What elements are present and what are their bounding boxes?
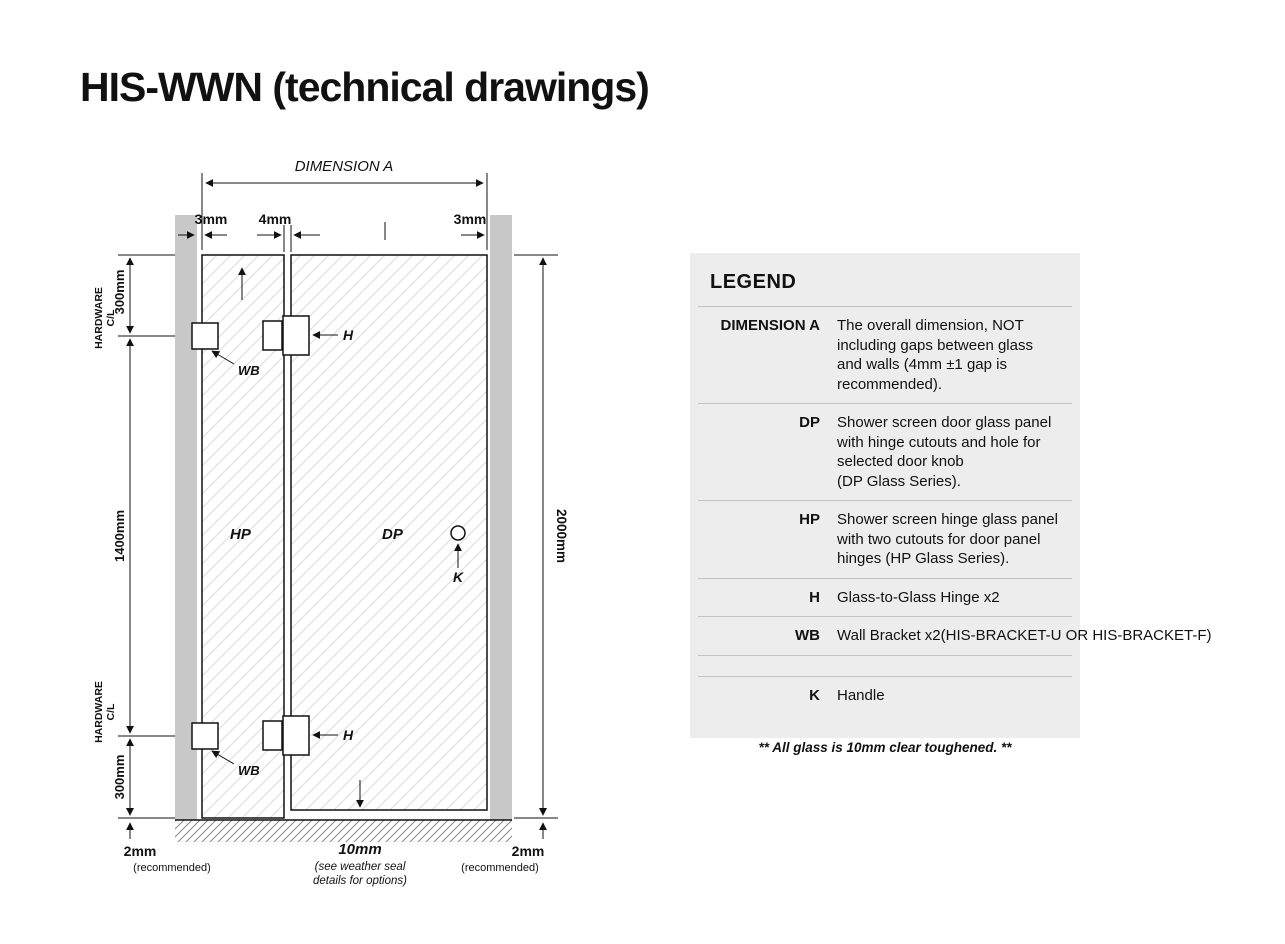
dim-1400-label: 1400mm — [112, 510, 127, 562]
dimension-a-label: DIMENSION A — [295, 158, 394, 175]
legend-row-spacer — [698, 654, 1072, 676]
handle-knob — [450, 525, 466, 541]
gap-left-label: 3mm — [195, 211, 228, 227]
legend-row-dimension-a: DIMENSION A The overall dimension, NOT i… — [698, 306, 1072, 403]
wb-top-label: WB — [238, 363, 260, 378]
right-wall — [490, 215, 512, 820]
bottom-left-note: (recommended) — [133, 862, 211, 874]
right-dimension-chain — [514, 254, 558, 819]
h-top-label: H — [343, 327, 354, 343]
legend-description: Glass-to-Glass Hinge x2 — [837, 588, 1000, 606]
page-title: HIS-WWN (technical drawings) — [80, 64, 650, 110]
bottom-mid-note-line2: details for options) — [313, 875, 407, 887]
legend-term: DIMENSION A — [720, 317, 820, 334]
top-wall-bracket — [191, 322, 219, 350]
cl-hardware-bottom-line2: HARDWARE — [93, 681, 105, 743]
legend-row-dp: DP Shower screen door glass panel with h… — [698, 403, 1072, 500]
hp-panel-label: HP — [230, 526, 252, 543]
dim-300-top-label: 300mm — [112, 270, 127, 315]
left-dimension-chain — [118, 254, 175, 819]
cl-hardware-bottom-line1: C/L — [105, 703, 117, 721]
h-bottom-label: H — [343, 727, 354, 743]
dim-2000-label: 2000mm — [554, 509, 569, 563]
legend-term: K — [809, 686, 820, 704]
bottom-left-dim-label: 2mm — [124, 843, 157, 859]
bottom-right-note: (recommended) — [461, 862, 539, 874]
top-gap-dimensions — [178, 222, 485, 252]
legend-row-h: H Glass-to-Glass Hinge x2 — [698, 577, 1072, 617]
wb-bottom-arrow — [211, 750, 235, 765]
bottom-wall-bracket — [191, 722, 219, 750]
k-label: K — [453, 569, 464, 585]
gap-right-label: 3mm — [454, 211, 487, 227]
legend-row-k: K Handle — [698, 675, 1072, 715]
wb-top-arrow — [211, 350, 235, 365]
legend-term: HP — [799, 511, 820, 528]
glass-footnote: ** All glass is 10mm clear toughened. ** — [758, 740, 1012, 755]
bottom-right-dim-label: 2mm — [512, 843, 545, 859]
dimension-a — [201, 173, 488, 250]
legend-description: Wall Bracket x2(HIS-BRACKET-U OR HIS-BRA… — [837, 627, 1212, 644]
cl-hardware-top-line1: C/L — [105, 309, 117, 327]
top-hinge — [262, 315, 310, 356]
bottom-gap-arrows — [126, 798, 547, 839]
legend-title: LEGEND — [710, 271, 797, 293]
left-wall — [175, 215, 197, 820]
floor-hatch — [175, 820, 512, 842]
dp-panel-label: DP — [382, 526, 404, 543]
legend-term: H — [809, 588, 820, 606]
bottom-mid-dim-label: 10mm — [338, 841, 381, 858]
cl-hardware-top-line2: HARDWARE — [93, 287, 105, 349]
legend-description: Shower screen hinge glass panel with two… — [837, 511, 1058, 567]
legend-description: Shower screen door glass panel with hing… — [837, 414, 1052, 490]
legend-panel: LEGEND DIMENSION A The overall dimension… — [690, 253, 1212, 738]
bottom-mid-note-line1: (see weather seal — [315, 861, 406, 873]
legend-row-wb: WB Wall Bracket x2(HIS-BRACKET-U OR HIS-… — [698, 616, 1212, 655]
legend-term: DP — [799, 414, 820, 431]
legend-term: WB — [795, 627, 820, 644]
legend-row-hp: HP Shower screen hinge glass panel with … — [698, 500, 1072, 578]
bottom-hinge — [262, 715, 310, 756]
legend-description: The overall dimension, NOT including gap… — [837, 317, 1033, 393]
dim-300-bottom-label: 300mm — [112, 755, 127, 800]
gap-mid-label: 4mm — [259, 211, 292, 227]
wb-bottom-label: WB — [238, 763, 260, 778]
technical-drawing: DIMENSION A 3mm 4mm 3mm 300mm C/L HARDWA… — [93, 158, 569, 887]
legend-description: Handle — [837, 686, 885, 704]
